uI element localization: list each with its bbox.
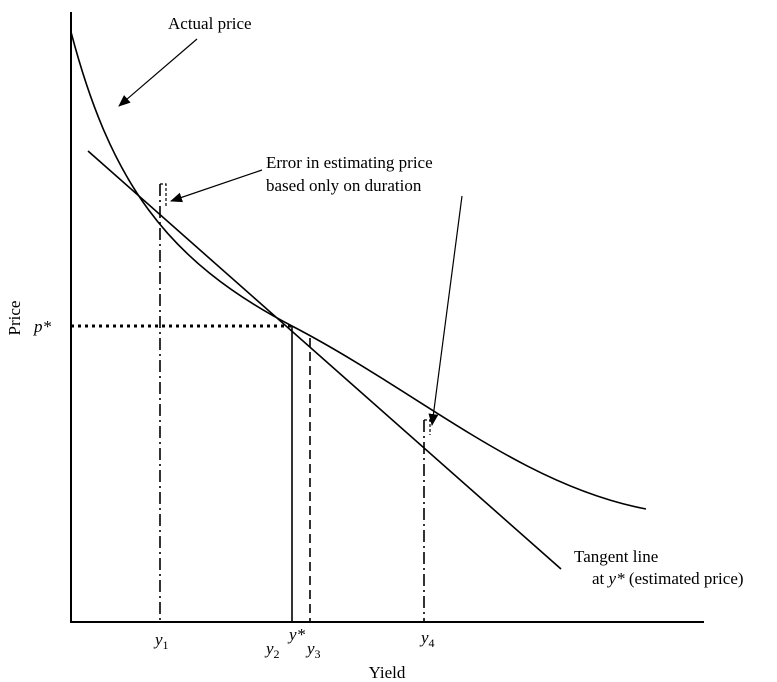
tick-y2: y2	[264, 639, 280, 661]
error-arrow-left	[170, 169, 263, 203]
tangent-label-line2: at y* (estimated price)	[592, 569, 744, 588]
p-star-label: p*	[33, 317, 52, 336]
error-gap-bracket-y1	[160, 183, 167, 207]
y-axis-title: Price	[5, 301, 24, 336]
tick-y1: y1	[153, 630, 169, 652]
actual-price-arrow	[118, 38, 198, 107]
error-arrow-right	[428, 195, 463, 426]
tick-y3: y3	[305, 639, 321, 661]
actual-price-label: Actual price	[168, 14, 252, 33]
tick-ystar: y*	[287, 625, 306, 644]
actual-price-curve	[70, 31, 647, 510]
error-gap-bracket-y4	[424, 419, 431, 435]
tangent-line	[87, 150, 562, 570]
error-label-line1: Error in estimating price	[266, 153, 433, 172]
tangent-label-line1: Tangent line	[574, 547, 658, 566]
tick-y4: y4	[419, 628, 435, 650]
x-axis-title: Yield	[369, 663, 406, 682]
error-label-line2: based only on duration	[266, 176, 422, 195]
